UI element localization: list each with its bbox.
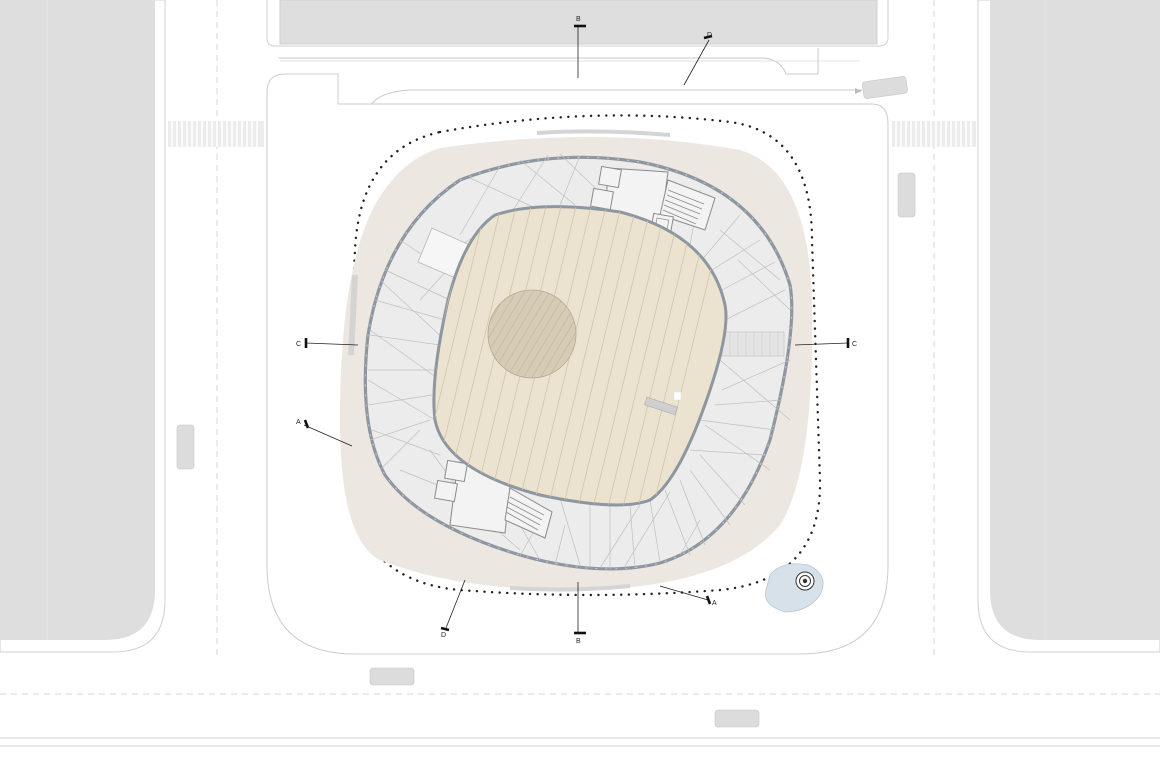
section-label-b-bottom: B xyxy=(576,638,581,645)
road-network xyxy=(0,0,1160,747)
right-city-block xyxy=(977,0,1160,653)
top-building-block xyxy=(266,0,889,105)
crosswalk-right xyxy=(892,121,976,147)
section-label-a-left: A xyxy=(296,419,301,426)
crosswalk-left xyxy=(168,121,264,147)
left-city-block xyxy=(0,0,166,653)
field-marker xyxy=(673,391,682,401)
section-label-a-right: A xyxy=(712,600,717,607)
core-block-bottom xyxy=(434,459,553,539)
section-cut-ticks xyxy=(303,24,850,635)
center-circle xyxy=(487,289,577,379)
section-label-d-bottom: D xyxy=(441,632,446,639)
section-label-c-left: C xyxy=(296,341,301,348)
field-bench xyxy=(644,396,678,416)
section-label-c-right: C xyxy=(852,341,857,348)
entrance-ramp-east xyxy=(721,331,785,357)
fountain-pond xyxy=(765,563,824,613)
vehicles xyxy=(176,76,916,728)
section-cut-lines xyxy=(303,26,849,633)
plaza-benches xyxy=(348,129,670,592)
section-label-b-top: B xyxy=(576,16,581,23)
core-block-top xyxy=(590,165,716,236)
section-label-d-top: D xyxy=(707,32,712,39)
